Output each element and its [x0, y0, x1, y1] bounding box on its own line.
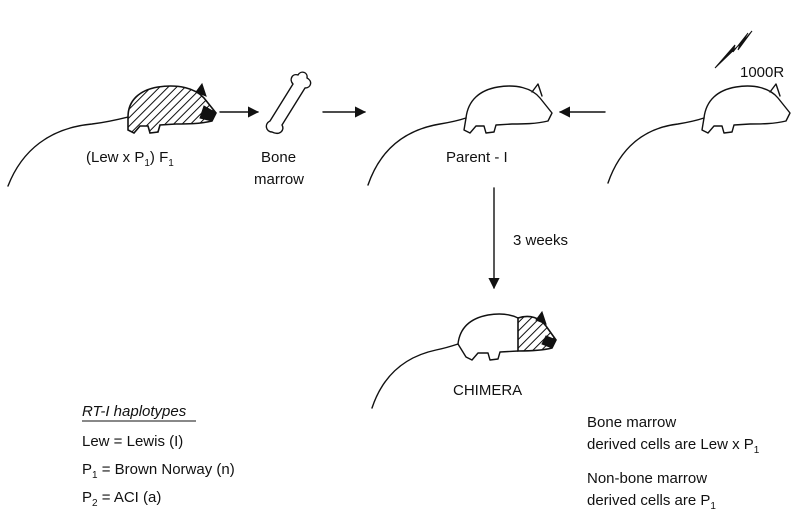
- donor-label: (Lew x P1) F1: [86, 149, 174, 169]
- legend-row-p1: P1 = Brown Norway (n): [82, 461, 235, 481]
- note-marrow-line2: derived cells are Lew x P1: [587, 436, 760, 456]
- legend-row-p2: P2 = ACI (a): [82, 489, 161, 509]
- legend-title: RT-I haplotypes: [82, 403, 187, 420]
- chimera-label: CHIMERA: [453, 382, 522, 399]
- haplotype-legend: RT-I haplotypes Lew = Lewis (I) P1 = Bro…: [82, 403, 235, 509]
- recipient-rat-icon: [368, 84, 552, 185]
- donor-rat-icon: [8, 84, 216, 186]
- chimera-notes: Bone marrow derived cells are Lew x P1 N…: [587, 414, 760, 512]
- bone-icon: [266, 72, 310, 133]
- note-nonmarrow-line2: derived cells are P1: [587, 492, 716, 512]
- legend-row-lewis: Lew = Lewis (I): [82, 433, 183, 450]
- bone-marrow-label-line2: marrow: [254, 171, 304, 188]
- lightning-bolt-icon: [715, 31, 752, 68]
- irradiated-rat-icon: [608, 84, 790, 183]
- duration-label: 3 weeks: [513, 232, 568, 249]
- recipient-label: Parent - I: [446, 149, 508, 166]
- bone-marrow-label-line1: Bone: [261, 149, 296, 166]
- note-marrow-line1: Bone marrow: [587, 414, 676, 431]
- radiation-dose-label: 1000R: [740, 64, 784, 81]
- note-nonmarrow-line1: Non-bone marrow: [587, 470, 707, 487]
